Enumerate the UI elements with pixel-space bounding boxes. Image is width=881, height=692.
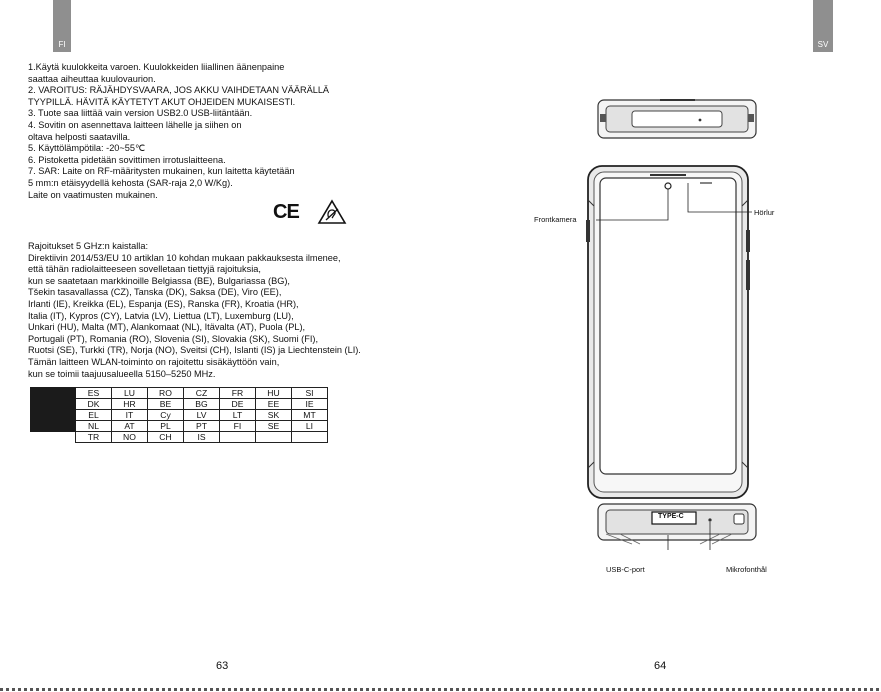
country-cell: IS: [183, 431, 220, 443]
country-cell: EE: [255, 398, 292, 410]
restriction-line: kun se saatetaan markkinoille Belgiassa …: [28, 275, 290, 286]
country-cell: FI: [219, 420, 256, 432]
country-cell: DK: [75, 398, 112, 410]
restriction-line: Portugali (PT), Romania (RO), Slovenia (…: [28, 333, 318, 344]
phone-top-view: [597, 99, 757, 139]
restriction-line: Italia (IT), Kypros (CY), Latvia (LV), L…: [28, 310, 294, 321]
country-cell: ES: [75, 387, 112, 399]
page-number-left: 63: [216, 660, 229, 672]
country-cell: LV: [183, 409, 220, 421]
restriction-line: Rajoitukset 5 GHz:n kaistalla:: [28, 241, 148, 251]
country-cell: SI: [291, 387, 328, 399]
front-camera-label: Frontkamera: [534, 215, 577, 224]
country-cell: LI: [291, 420, 328, 432]
callout-lines: [596, 183, 752, 550]
phone-diagram: [586, 99, 757, 550]
instruction-line: 6. Pistoketta pidetään sovittimen irrotu…: [28, 154, 226, 165]
country-cell: HU: [255, 387, 292, 399]
instruction-line: 5 mm:n etäisyydellä kehosta (SAR-raja 2,…: [28, 177, 233, 188]
country-cell: CZ: [183, 387, 220, 399]
instruction-line: Laite on vaatimusten mukainen.: [28, 189, 158, 200]
restriction-line: Unkari (HU), Malta (MT), Alankomaat (NL)…: [28, 322, 306, 333]
instruction-line: 3. Tuote saa liittää vain version USB2.0…: [28, 108, 253, 119]
country-cell: LU: [111, 387, 148, 399]
restriction-line: Direktiivin 2014/53/EU 10 artiklan 10 ko…: [28, 252, 341, 263]
country-cell: RO: [147, 387, 184, 399]
bottom-dashed-rule: [0, 688, 881, 691]
country-cell: [219, 431, 256, 443]
country-cell: Cy: [147, 409, 184, 421]
country-cell: NO: [111, 431, 148, 443]
restriction-line: kun se toimii taajuusalueella 5150–5250 …: [28, 368, 216, 379]
country-cell: TR: [75, 431, 112, 443]
country-cell: HR: [111, 398, 148, 410]
country-cell: EL: [75, 409, 112, 421]
instruction-line: 5. Käyttölämpötila: -20~55℃: [28, 143, 146, 154]
country-cell: MT: [291, 409, 328, 421]
safety-instructions: 1.Käytä kuulokkeita varoen. Kuulokkeiden…: [28, 62, 329, 201]
language-tab-sv: SV: [813, 0, 833, 52]
country-cell: NL: [75, 420, 112, 432]
page-number-right: 64: [654, 660, 667, 672]
phone-front-view: [586, 165, 750, 499]
type-c-port-label: TYPE-C: [658, 513, 684, 520]
country-cell: BG: [183, 398, 220, 410]
country-cell: [291, 431, 328, 443]
table-row: EL IT Cy LV LT SK MT: [31, 409, 328, 421]
country-cell: AT: [111, 420, 148, 432]
table-row: NL AT PL PT FI SE LI: [31, 420, 328, 432]
country-cell: BE: [147, 398, 184, 410]
phone-bottom-view: [597, 503, 757, 545]
usb-c-port-label: USB-C-port: [606, 565, 645, 574]
restriction-line: Irlanti (IE), Kreikka (EL), Espanja (ES)…: [28, 298, 299, 309]
table-row: ES LU RO CZ FR HU SI: [30, 387, 328, 432]
country-cell: PL: [147, 420, 184, 432]
instruction-line: 2. VAROITUS: RÄJÄHDYSVAARA, JOS AKKU VAI…: [28, 85, 330, 96]
hearing-warning-icon: [317, 199, 347, 224]
country-code-table: ES LU RO CZ FR HU SI DK HR BE BG DE EE I…: [30, 387, 328, 443]
microphone-label: Mikrofonthål: [726, 565, 767, 574]
eu-restriction-flag-block: [30, 387, 76, 432]
instruction-line: oltava helposti saatavilla.: [28, 131, 131, 142]
country-cell: IT: [111, 409, 148, 421]
country-cell: CH: [147, 431, 184, 443]
instruction-line: 4. Sovitin on asennettava laitteen lähel…: [28, 119, 242, 130]
instruction-line: 1.Käytä kuulokkeita varoen. Kuulokkeiden…: [28, 62, 285, 72]
empty-cell: [31, 432, 76, 443]
restriction-line: että tähän radiolaitteeseen sovelletaan …: [28, 264, 261, 275]
country-cell: PT: [183, 420, 220, 432]
country-cell: SK: [255, 409, 292, 421]
frequency-restrictions: Rajoitukset 5 GHz:n kaistalla: Direktiiv…: [28, 241, 361, 380]
restriction-line: Tämän laitteen WLAN-toiminto on rajoitet…: [28, 356, 280, 367]
country-cell: SE: [255, 420, 292, 432]
instruction-line: saattaa aiheuttaa kuulovaurion.: [28, 73, 156, 84]
restriction-line: Tšekin tasavallassa (CZ), Tanska (DK), S…: [28, 287, 282, 298]
instruction-line: 7. SAR: Laite on RF-määritysten mukainen…: [28, 166, 295, 177]
country-cell: DE: [219, 398, 256, 410]
country-cell: LT: [219, 409, 256, 421]
country-cell: FR: [219, 387, 256, 399]
restriction-line: Ruotsi (SE), Turkki (TR), Norja (NO), Sv…: [28, 345, 361, 356]
language-tab-fi: FI: [53, 0, 71, 52]
table-row: DK HR BE BG DE EE IE: [31, 398, 328, 410]
table-row: TR NO CH IS: [31, 431, 328, 443]
ce-mark: CE: [273, 200, 300, 223]
country-cell: IE: [291, 398, 328, 410]
certification-marks: CE: [273, 199, 347, 225]
country-cell: [255, 431, 292, 443]
earpiece-label: Hörlur: [754, 208, 775, 217]
instruction-line: TYYPILLÄ. HÄVITÄ KÄYTETYT AKUT OHJEIDEN …: [28, 96, 296, 107]
